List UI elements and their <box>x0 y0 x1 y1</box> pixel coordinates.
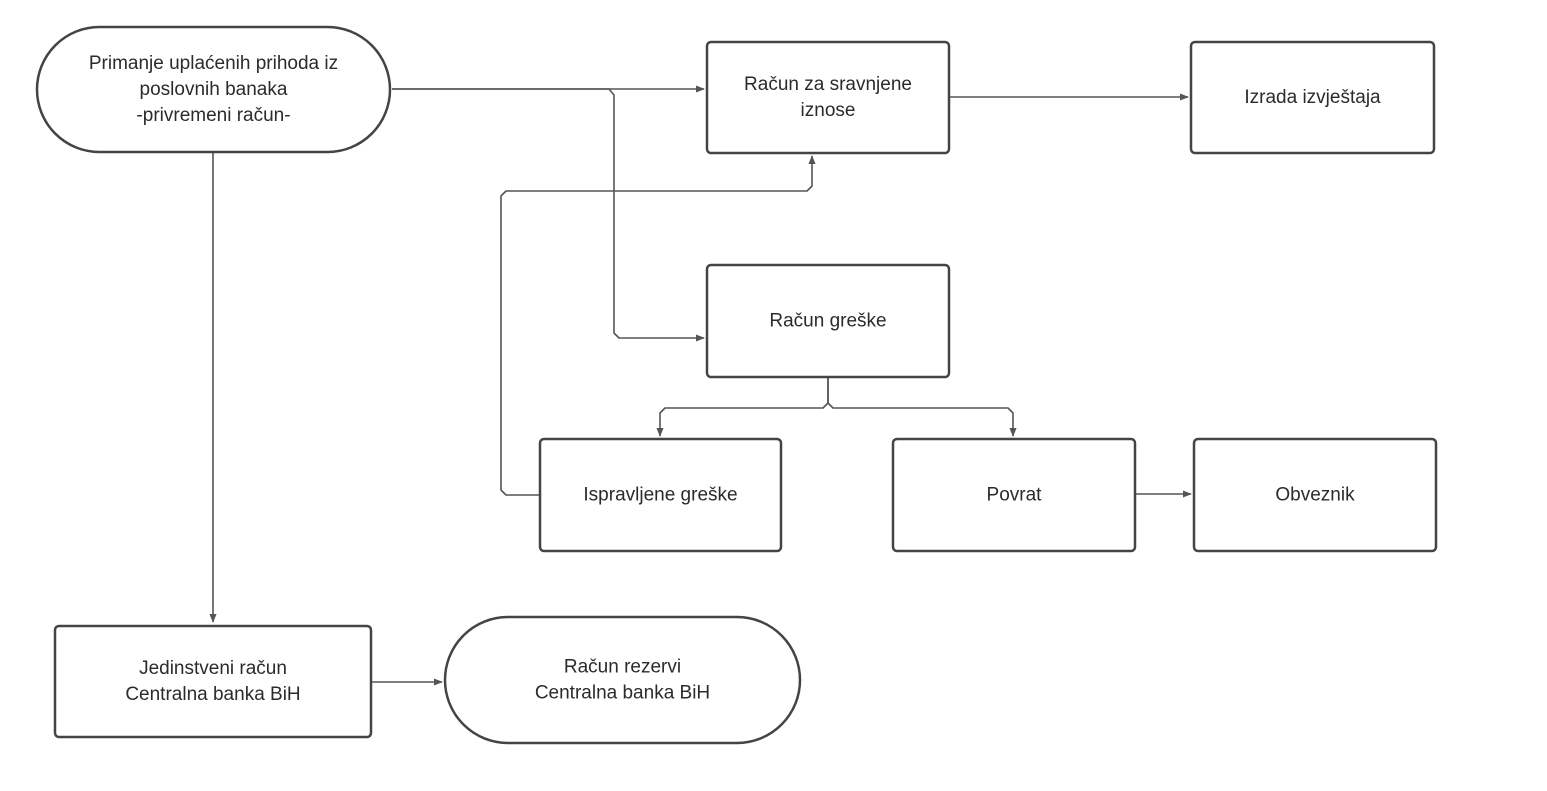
node-ispravljene: Ispravljene greške <box>538 437 783 553</box>
node-obveznik-label-line-1: Obveznik <box>1275 485 1355 506</box>
node-izvjestaj-label-line-1: Izrada izvještaja <box>1244 87 1381 108</box>
edge-greske-to-ispravljene <box>656 378 829 437</box>
node-rezerve-label-line-2: Centralna banka BiH <box>535 683 710 704</box>
edge-start-to-greske <box>392 88 705 342</box>
node-greske-shape <box>705 263 951 379</box>
node-izvjestaj: Izrada izvještaja <box>1189 40 1436 155</box>
node-start-label-line-3: -privremeni račun- <box>136 105 290 126</box>
node-sravnjenje-label-line-2: iznose <box>801 100 856 121</box>
node-povrat: Povrat <box>891 437 1137 553</box>
node-ispravljene-shape <box>538 437 783 553</box>
node-start: Primanje uplaćenih prihoda iz poslovnih b… <box>35 25 392 154</box>
node-start-label-line-1: Primanje uplaćenih prihoda iz <box>89 53 338 74</box>
node-rezerve-label-line-1: Račun rezervi <box>564 657 681 678</box>
edge-greske-to-povrat <box>827 378 1017 437</box>
edge-ispravljene-to-sravnjenje <box>500 155 816 496</box>
node-povrat-shape <box>891 437 1137 553</box>
nodes-layer: Primanje uplaćenih prihoda iz poslovnih b… <box>35 25 1438 745</box>
node-obveznik-shape <box>1192 437 1438 553</box>
node-povrat-label-line-1: Povrat <box>987 485 1043 506</box>
edges-layer <box>209 85 1192 686</box>
node-start-shape <box>35 25 392 154</box>
node-jedinstveni-label-line-2: Centralna banka BiH <box>125 684 300 705</box>
node-start-label-line-2: poslovnih banaka <box>140 79 288 100</box>
node-jedinstveni-shape <box>53 624 373 739</box>
node-izvjestaj-shape <box>1189 40 1436 155</box>
node-rezerve-shape <box>443 615 802 745</box>
node-obveznik: Obveznik <box>1192 437 1438 553</box>
node-ispravljene-label-line-1: Ispravljene greške <box>583 485 737 506</box>
node-greske-label-line-1: Račun greške <box>769 311 886 332</box>
node-sravnjenje-label-line-1: Račun za sravnjene <box>744 74 912 95</box>
node-sravnjenje: Račun za sravnjene iznose <box>705 40 951 155</box>
node-greske: Račun greške <box>705 263 951 379</box>
node-sravnjenje-shape <box>705 40 951 155</box>
node-jedinstveni-label-line-1: Jedinstveni račun <box>139 658 287 679</box>
